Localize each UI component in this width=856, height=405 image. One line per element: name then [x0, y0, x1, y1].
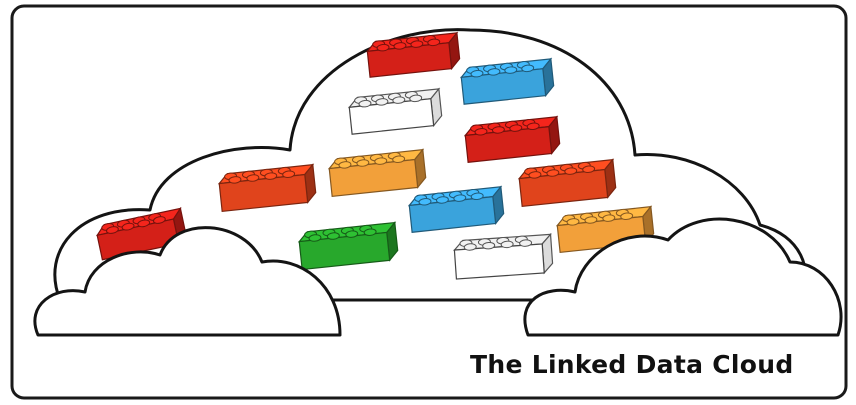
- brick-blue-top: [459, 57, 555, 105]
- brick-red-middle: [463, 115, 561, 163]
- small-cloud-right: [523, 217, 843, 337]
- brick-white-bottom: [453, 232, 554, 280]
- brick-red-far-left: [95, 206, 187, 261]
- brick-red-orange-left: [217, 163, 317, 213]
- caption-title: The Linked Data Cloud: [470, 350, 794, 379]
- small-cloud-left: [33, 226, 342, 337]
- brick-blue-center: [407, 185, 505, 233]
- brick-orange-center: [327, 148, 427, 198]
- brick-group: [95, 31, 655, 280]
- brick-white-top: [347, 87, 443, 135]
- brick-red-top: [365, 31, 461, 78]
- brick-green-left: [297, 221, 399, 271]
- brick-red-orange-right: [517, 158, 617, 208]
